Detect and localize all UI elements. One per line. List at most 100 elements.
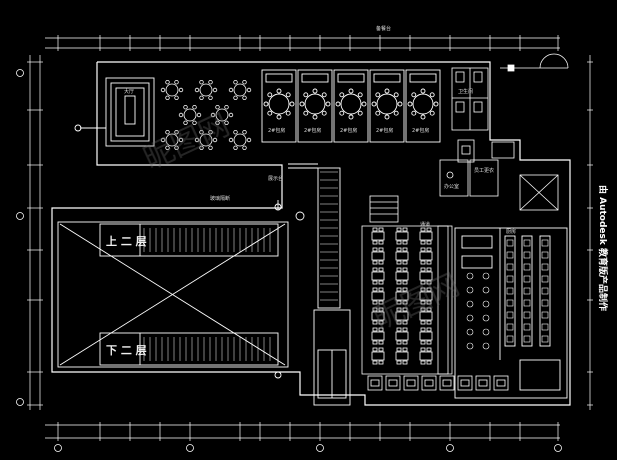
display-label: 展示台 — [268, 175, 283, 182]
private-room — [297, 69, 333, 143]
booth-table — [460, 379, 470, 387]
booth — [475, 375, 491, 391]
chair — [426, 260, 432, 265]
chair — [420, 240, 426, 245]
watermark-2: 昵图网 — [369, 267, 465, 337]
booth-slats — [320, 171, 338, 301]
chair — [199, 79, 204, 85]
stove — [506, 239, 514, 247]
up-escalator-label: 上 二 层 — [106, 234, 147, 248]
kitchen-block — [454, 227, 568, 399]
dimension-ticks — [27, 35, 593, 441]
chair — [372, 280, 378, 285]
autodesk-side-text: 由 Autodesk 教育版产品制作 — [597, 185, 609, 311]
chair — [224, 104, 229, 110]
round-table — [215, 108, 229, 122]
chair — [378, 227, 384, 232]
dining-table-grid — [361, 225, 453, 375]
stove — [506, 251, 514, 259]
chair — [396, 240, 402, 245]
chair — [396, 247, 402, 252]
room-cabinet — [301, 73, 329, 83]
booth — [367, 375, 383, 391]
chair — [228, 87, 234, 93]
dining-table — [395, 251, 409, 261]
chair — [348, 88, 354, 94]
chair — [267, 110, 273, 116]
stove — [541, 323, 549, 331]
chair — [372, 247, 378, 252]
chair — [420, 340, 426, 345]
booth — [493, 375, 509, 391]
chair — [402, 300, 408, 305]
restroom-label: 卫生间 — [458, 88, 473, 95]
sink — [482, 342, 490, 350]
round-table — [165, 133, 179, 147]
stage-area — [74, 77, 155, 147]
sink — [466, 342, 474, 350]
chair — [372, 347, 378, 352]
chair — [289, 101, 295, 107]
dining-table — [371, 251, 385, 261]
private-room — [405, 69, 441, 143]
round-table — [233, 133, 247, 147]
chair — [194, 87, 200, 93]
dining-table — [419, 331, 433, 341]
chair — [212, 137, 218, 143]
stove — [541, 311, 549, 319]
chair — [276, 88, 282, 94]
chair — [371, 101, 377, 107]
chair — [378, 267, 384, 272]
chair — [165, 79, 170, 85]
chair — [325, 101, 331, 107]
chair — [208, 129, 213, 135]
stage-label: 大厅 — [124, 88, 134, 95]
chair — [402, 347, 408, 352]
room-cabinet — [265, 73, 293, 83]
chair — [426, 287, 432, 292]
chair — [397, 101, 403, 107]
booth — [457, 375, 473, 391]
dining-table — [419, 251, 433, 261]
chair — [285, 92, 291, 98]
stair-box — [369, 195, 399, 223]
chair — [246, 87, 252, 93]
stove — [523, 299, 531, 307]
chair — [420, 260, 426, 265]
round-table — [233, 83, 247, 97]
chair — [233, 129, 238, 135]
chair — [165, 95, 170, 100]
chair — [372, 320, 378, 325]
booth-table — [478, 379, 488, 387]
dining-table — [419, 291, 433, 301]
chair — [411, 92, 417, 98]
chair — [378, 347, 384, 352]
svg-text:昵图网: 昵图网 — [139, 107, 235, 177]
chair — [321, 92, 327, 98]
chair — [396, 347, 402, 352]
chair — [396, 227, 402, 232]
private-room — [369, 69, 405, 143]
staff-label: 员工更衣 — [474, 167, 494, 174]
chair — [426, 240, 432, 245]
chair — [433, 101, 439, 107]
private-room-label: 2#包房 — [376, 127, 393, 134]
chair — [429, 110, 435, 116]
chair — [402, 307, 408, 312]
stove — [506, 335, 514, 343]
chair — [224, 120, 229, 125]
chair — [178, 112, 184, 118]
stove — [541, 263, 549, 271]
chair — [321, 110, 327, 116]
chair — [228, 112, 234, 118]
dining-table — [371, 271, 385, 281]
chair — [312, 88, 318, 94]
building-outline — [51, 61, 571, 406]
stove — [523, 311, 531, 319]
chair — [339, 92, 345, 98]
chair — [276, 114, 282, 120]
booth — [421, 375, 437, 391]
dining-table — [395, 311, 409, 321]
chair — [372, 260, 378, 265]
